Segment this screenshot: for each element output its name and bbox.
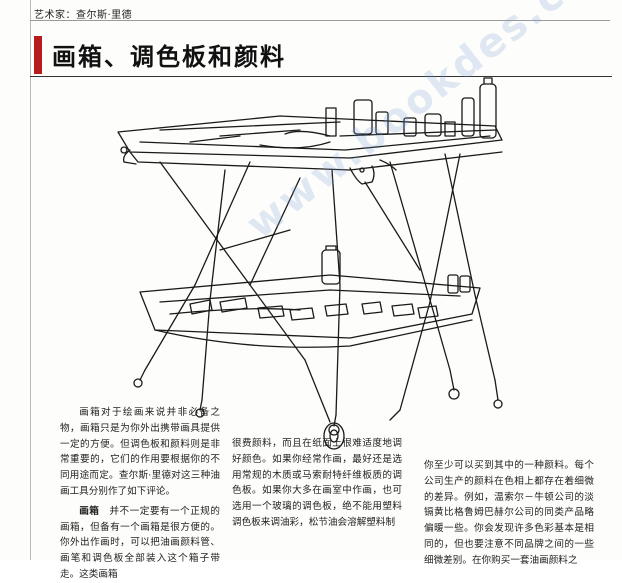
bottom-tray-supplies	[189, 245, 471, 321]
text-column-1: 画箱对于绘画来说并非必备之物，画箱只是为你外出携带画具提供一定的方便。但调色板和…	[60, 405, 220, 583]
easel-tray-illustration	[117, 77, 503, 450]
palette-paragraph: 很费颜料，而且在纸面上很难适度地调好颜色。如果你经常作画，最好还是选用常规的木质…	[232, 438, 402, 528]
title-accent-bar	[34, 36, 42, 74]
intro-paragraph: 画箱对于绘画来说并非必备之物，画箱只是为你外出携带画具提供一定的方便。但调色板和…	[60, 407, 220, 497]
side-handle	[349, 159, 397, 185]
text-column-3: 你至少可以买到其中的一种颜料。每个公司生产的颜料在色相上都存在着细微的差异。例如…	[424, 458, 594, 569]
top-tray	[117, 115, 503, 171]
page-title: 画箱、调色板和颜料	[52, 42, 286, 71]
header-rule	[30, 20, 610, 21]
paintbox-paragraph: 画箱 并不一定要有一个正规的画箱，但备有一个画箱是很方便的。你外出作画时，可以把…	[60, 504, 220, 583]
top-tray-supplies	[189, 77, 497, 143]
paints-paragraph: 你至少可以买到其中的一种颜料。每个公司生产的颜料在色相上都存在着细微的差异。例如…	[424, 460, 594, 566]
bottom-tray	[139, 274, 481, 348]
paintbox-term: 画箱	[79, 505, 100, 517]
artist-label: 艺术家：查尔斯·里德	[34, 10, 133, 21]
text-column-2: 很费颜料，而且在纸面上很难适度地调好颜色。如果你经常作画，最好还是选用常规的木质…	[232, 436, 402, 531]
lower-legs-and-wheels	[133, 359, 503, 450]
book-page: 艺术家：查尔斯·里德 画箱、调色板和颜料	[30, 0, 622, 580]
title-rule	[30, 76, 612, 77]
margin-rule	[30, 0, 31, 560]
